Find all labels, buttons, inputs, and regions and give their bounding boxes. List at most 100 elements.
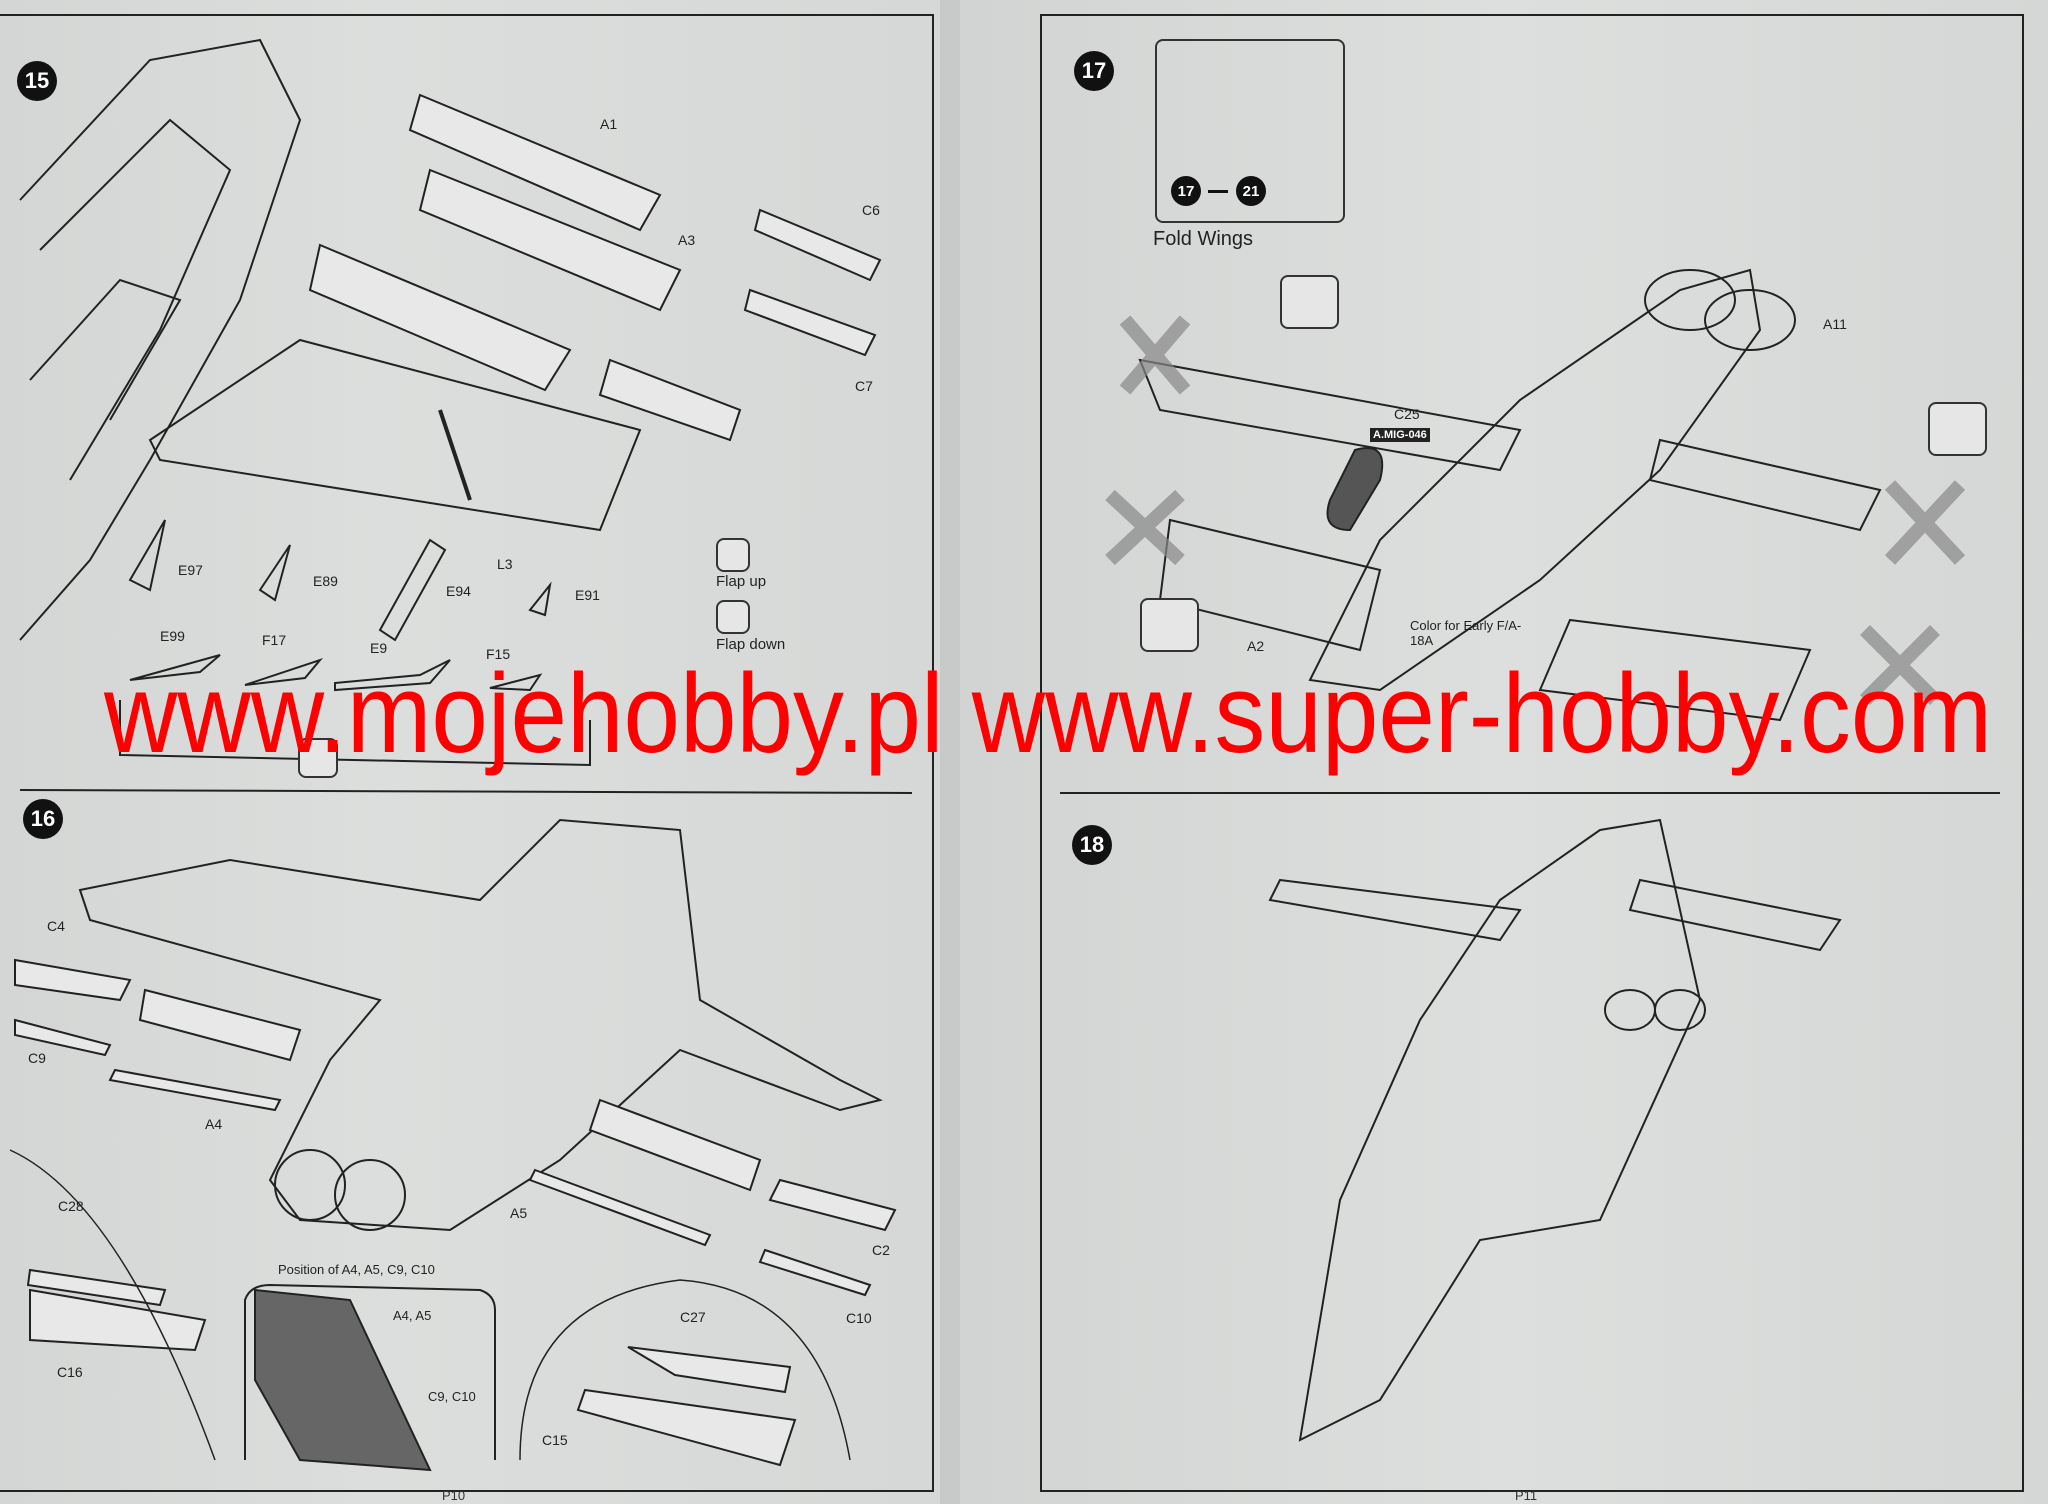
inset-frame xyxy=(244,1283,496,1460)
page-number: P11 xyxy=(1515,1488,1538,1503)
part-a1 xyxy=(408,93,662,232)
engine-nozzle xyxy=(274,1149,346,1221)
engine-nozzle xyxy=(334,1159,406,1231)
part-label: E91 xyxy=(575,587,600,603)
aircraft-outline xyxy=(78,818,883,1232)
part-e97 xyxy=(128,519,166,592)
part-label: A2 xyxy=(1247,638,1265,654)
part-label: C6 xyxy=(862,202,880,218)
wing-fold-line xyxy=(438,409,472,501)
inset-wing-detail xyxy=(254,1288,432,1472)
part-label: F17 xyxy=(262,632,287,648)
rotate-icon xyxy=(298,738,338,778)
part-c25 xyxy=(1326,447,1384,532)
fold-wing-icon xyxy=(1140,598,1199,652)
fold-wing-icon xyxy=(1928,402,1987,456)
part-label: C28 xyxy=(58,1198,84,1214)
part-label: C9 xyxy=(28,1050,46,1066)
part-c9 xyxy=(14,1018,112,1057)
watermark-text: www.mojehobby.pl www.super-hobby.com xyxy=(103,651,1992,776)
part-a4 xyxy=(108,1068,282,1112)
flap-down-icon xyxy=(716,600,750,634)
inset-label: A4, A5 xyxy=(393,1308,432,1323)
part-label: A4 xyxy=(205,1116,223,1132)
part-c28 xyxy=(26,1268,167,1307)
part-e94 xyxy=(378,538,447,642)
part-e9 xyxy=(334,659,451,692)
flap-up-label: Flap up xyxy=(716,573,767,590)
remove-x-marks xyxy=(1105,315,1966,705)
part-c4 xyxy=(14,958,132,1002)
part-e99 xyxy=(129,654,221,681)
bracket-line xyxy=(119,700,591,767)
part-c27 xyxy=(627,1346,792,1394)
step-number-18: 18 xyxy=(1072,825,1112,865)
part-label: L3 xyxy=(497,556,513,572)
part-e89 xyxy=(258,544,291,602)
inset-label: C9, C10 xyxy=(428,1389,476,1404)
part-f17 xyxy=(244,657,324,686)
part-label: A1 xyxy=(600,116,618,132)
part-a3 xyxy=(418,168,682,312)
step-17-18-drawings xyxy=(1060,268,2000,1442)
instruction-page-left: 15 A1 A3 C6 C7 E97 E89 E94 L3 E91 E99 F1… xyxy=(0,0,940,1504)
part-label: A3 xyxy=(678,232,696,248)
engine-nozzle xyxy=(1654,989,1706,1031)
flap-part xyxy=(588,1098,762,1192)
range-dash xyxy=(1208,190,1228,193)
fuselage-outline xyxy=(19,38,302,641)
step-ref-17: 17 xyxy=(1171,176,1201,206)
part-label: C27 xyxy=(680,1309,706,1325)
page-number: P10 xyxy=(442,1488,466,1503)
detail-callout-arc xyxy=(9,1149,216,1461)
part-label: E89 xyxy=(313,573,338,589)
inset-title: Position of A4, A5, C9, C10 xyxy=(278,1262,435,1277)
part-c7 xyxy=(743,288,877,357)
part-label: E9 xyxy=(370,640,388,656)
part-c10 xyxy=(758,1248,872,1297)
part-a2 xyxy=(1158,518,1382,652)
part-label: C10 xyxy=(846,1310,872,1326)
part-label: C7 xyxy=(855,378,873,394)
step-15-16-drawings xyxy=(9,38,913,1472)
part-label: C16 xyxy=(57,1364,83,1380)
part-label: C2 xyxy=(872,1242,890,1258)
part-label: F15 xyxy=(486,646,511,662)
fuselage-detail xyxy=(39,118,232,481)
part-label: A5 xyxy=(510,1205,528,1221)
part-label: E97 xyxy=(178,562,203,578)
left-wing xyxy=(1268,878,1522,942)
engine-intake xyxy=(1644,269,1736,331)
page-frame xyxy=(0,14,934,1492)
flap-part xyxy=(138,988,302,1062)
aircraft-outline xyxy=(1308,268,1762,692)
step-ref-21: 21 xyxy=(1236,176,1266,206)
part-c15 xyxy=(576,1388,797,1467)
fuselage-detail xyxy=(29,278,182,421)
step-number-15: 15 xyxy=(17,61,57,101)
part-c16 xyxy=(29,1288,207,1352)
part-label: A11 xyxy=(1823,316,1847,332)
fold-wing-icon xyxy=(1280,275,1339,329)
part-label: C15 xyxy=(542,1432,568,1448)
part-f15 xyxy=(489,673,543,692)
page-frame xyxy=(1040,14,2024,1492)
left-wing xyxy=(1138,358,1522,472)
part-label: C4 xyxy=(47,918,65,934)
color-note: Color for Early F/A-18A xyxy=(1410,618,1522,648)
step-number-17: 17 xyxy=(1074,51,1114,91)
flap-part xyxy=(308,243,572,392)
part-c2 xyxy=(768,1178,897,1232)
wing-panel xyxy=(1538,618,1812,722)
fold-wings-label: Fold Wings xyxy=(1153,228,1254,250)
detail-callout-arc xyxy=(519,1279,851,1461)
right-wing xyxy=(1628,878,1842,952)
engine-intake xyxy=(1704,289,1796,351)
aircraft-outline xyxy=(1298,818,1702,1442)
part-label: E94 xyxy=(446,583,471,599)
instruction-page-right: 17 17 21 Fold Wings A11 C25 A.MIG-046 A2… xyxy=(960,0,2048,1504)
step-number-16: 16 xyxy=(23,799,63,839)
wing-outline xyxy=(148,338,642,532)
part-label: C25 xyxy=(1394,406,1420,422)
